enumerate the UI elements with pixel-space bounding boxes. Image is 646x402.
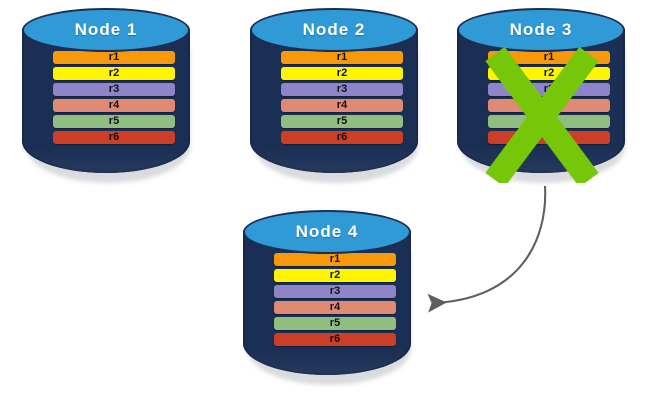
cylinder-top-ellipse bbox=[22, 8, 190, 52]
data-row[interactable]: r3 bbox=[488, 83, 610, 96]
data-row[interactable]: r4 bbox=[53, 99, 175, 112]
data-row[interactable]: r1 bbox=[281, 51, 403, 64]
cylinder-top-ellipse bbox=[250, 8, 418, 52]
cylinder-top-ellipse bbox=[457, 8, 625, 52]
data-row[interactable]: r3 bbox=[53, 83, 175, 96]
data-row[interactable]: r2 bbox=[53, 67, 175, 80]
data-row[interactable]: r1 bbox=[53, 51, 175, 64]
data-row[interactable]: r4 bbox=[274, 301, 396, 314]
data-row[interactable]: r4 bbox=[488, 99, 610, 112]
data-row[interactable]: r5 bbox=[488, 115, 610, 128]
cylinder-top-ellipse bbox=[243, 210, 411, 254]
data-row[interactable]: r6 bbox=[53, 131, 175, 144]
data-row[interactable]: r6 bbox=[281, 131, 403, 144]
data-row[interactable]: r2 bbox=[274, 269, 396, 282]
data-row[interactable]: r5 bbox=[281, 115, 403, 128]
data-row[interactable]: r2 bbox=[488, 67, 610, 80]
data-row[interactable]: r3 bbox=[274, 285, 396, 298]
row-list: r1 r2 r3 r4 r5 r6 bbox=[53, 51, 175, 144]
row-list: r1 r2 r3 r4 r5 r6 bbox=[488, 51, 610, 144]
data-row[interactable]: r2 bbox=[281, 67, 403, 80]
data-row[interactable]: r5 bbox=[53, 115, 175, 128]
node3-to-node4-arrow bbox=[427, 185, 547, 313]
data-row[interactable]: r5 bbox=[274, 317, 396, 330]
data-row[interactable]: r4 bbox=[281, 99, 403, 112]
data-row[interactable]: r6 bbox=[274, 333, 396, 346]
row-list: r1 r2 r3 r4 r5 r6 bbox=[281, 51, 403, 144]
data-row[interactable]: r6 bbox=[488, 131, 610, 144]
data-row[interactable]: r1 bbox=[488, 51, 610, 64]
data-row[interactable]: r3 bbox=[281, 83, 403, 96]
row-list: r1 r2 r3 r4 r5 r6 bbox=[274, 253, 396, 346]
data-row[interactable]: r1 bbox=[274, 253, 396, 266]
